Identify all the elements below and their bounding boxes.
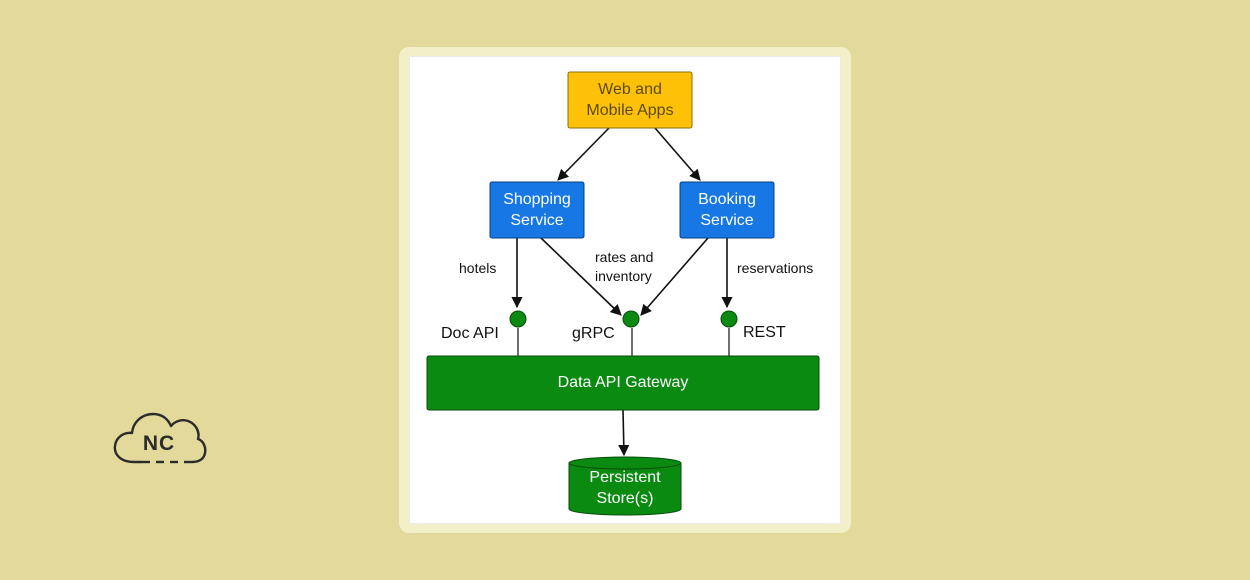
- shopping-line1: Shopping: [503, 191, 571, 208]
- endpoint-grpc-label: gRPC: [572, 325, 615, 342]
- node-booking-service: Booking Service: [679, 181, 775, 239]
- endpoint-rest-dot: [720, 310, 738, 328]
- shopping-line2: Service: [510, 212, 563, 229]
- label-rates-line1: rates and: [595, 249, 653, 265]
- edge-web-to-booking: [654, 127, 701, 181]
- architecture-diagram: Web and Mobile Apps Shopping Service Boo…: [426, 71, 820, 516]
- endpoint-grpc-dot: [622, 310, 640, 328]
- node-web-mobile-apps: Web and Mobile Apps: [567, 71, 693, 129]
- endpoint-rest-label: REST: [743, 324, 786, 341]
- label-reservations: reservations: [737, 260, 813, 276]
- edge-gateway-to-store: [618, 409, 630, 457]
- store-line2: Store(s): [597, 490, 654, 507]
- node-persistent-store: Persistent Store(s): [568, 456, 682, 516]
- booking-line1: Booking: [698, 191, 756, 208]
- store-line1: Persistent: [589, 469, 661, 486]
- logo-text: NC: [143, 432, 175, 455]
- label-hotels: hotels: [459, 260, 496, 276]
- web-apps-line1: Web and: [598, 81, 662, 98]
- booking-line2: Service: [700, 212, 753, 229]
- nc-cloud-logo: NC: [113, 412, 207, 464]
- gateway-label: Data API Gateway: [558, 374, 689, 391]
- node-shopping-service: Shopping Service: [489, 181, 585, 239]
- cloud-outline-icon: [113, 412, 207, 464]
- edge-web-to-shopping: [557, 127, 610, 181]
- endpoint-doc-api-dot: [509, 310, 527, 328]
- node-data-api-gateway: Data API Gateway: [426, 355, 820, 411]
- web-apps-line2: Mobile Apps: [586, 102, 673, 119]
- edge-shopping-rates: [540, 237, 622, 316]
- label-rates-line2: inventory: [595, 268, 652, 284]
- endpoint-doc-api-label: Doc API: [441, 325, 499, 342]
- diagram-canvas: Web and Mobile Apps Shopping Service Boo…: [409, 56, 841, 524]
- edge-booking-rates: [640, 237, 709, 316]
